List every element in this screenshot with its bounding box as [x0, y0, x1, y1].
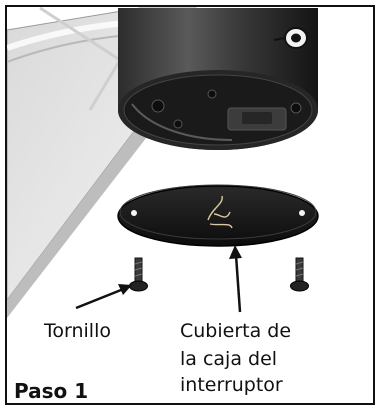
screw-label: Tornillo — [44, 320, 111, 342]
switch-housing — [118, 8, 318, 150]
screw-right — [290, 257, 309, 292]
cover-label-line3: interruptor — [180, 374, 283, 396]
arrow-to-screw — [75, 284, 132, 310]
arrow-to-cover — [229, 245, 242, 313]
cover-plate — [117, 184, 319, 247]
diagram-border — [5, 5, 375, 405]
step-title: Paso 1 — [14, 379, 89, 403]
screw-left — [129, 257, 148, 292]
cover-label-line1: Cubierta de — [180, 320, 292, 342]
cover-label-line2: la caja del — [180, 348, 278, 370]
